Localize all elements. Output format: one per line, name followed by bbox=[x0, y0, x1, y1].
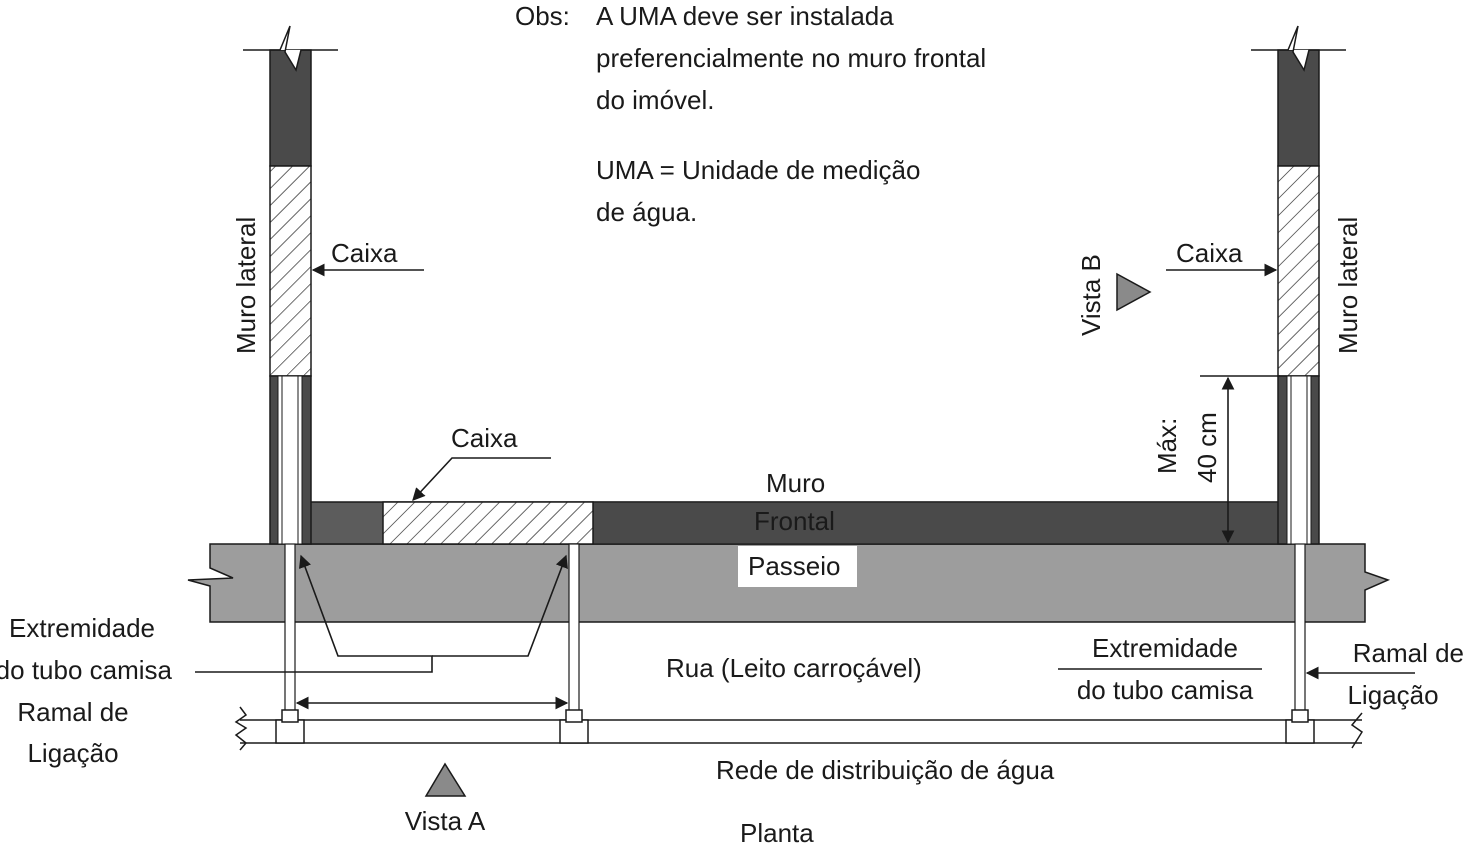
extremidade-left-label-1: Extremidade bbox=[9, 613, 155, 643]
muro-lateral-left-label: Muro lateral bbox=[231, 217, 261, 354]
obs-line-2: preferencialmente no muro frontal bbox=[596, 43, 986, 73]
muro-label: Muro bbox=[766, 468, 825, 498]
extremidade-left-label-2: do tubo camisa bbox=[0, 655, 173, 685]
extremidade-right-label-1: Extremidade bbox=[1092, 633, 1238, 663]
vista-a-label: Vista A bbox=[405, 806, 486, 836]
ramal-right-label-1: Ramal de bbox=[1353, 638, 1464, 668]
obs-line-3: do imóvel. bbox=[596, 85, 715, 115]
caixa-front-label: Caixa bbox=[451, 423, 518, 453]
front-box bbox=[382, 501, 594, 545]
view-a-triangle-icon bbox=[424, 762, 467, 797]
ramal-right-label-2: Ligação bbox=[1347, 680, 1438, 710]
obs-prefix: Obs: bbox=[515, 1, 570, 31]
ramal-left-label-2: Ligação bbox=[27, 738, 118, 768]
left-lateral-wall bbox=[243, 25, 338, 545]
ramal-left-label-1: Ramal de bbox=[17, 697, 128, 727]
uma-definition-1: UMA = Unidade de medição bbox=[596, 155, 920, 185]
rua-label: Rua (Leito carroçável) bbox=[666, 653, 922, 683]
passeio-label-bg bbox=[738, 546, 857, 587]
vista-b-label: Vista B bbox=[1076, 254, 1106, 336]
muro-lateral-right-label: Muro lateral bbox=[1333, 217, 1363, 354]
distribution-main bbox=[234, 706, 1364, 751]
obs-line-1: A UMA deve ser instalada bbox=[596, 1, 894, 31]
max-label: Máx: bbox=[1152, 418, 1182, 474]
planta-label: Planta bbox=[740, 818, 814, 848]
caixa-left-label: Caixa bbox=[331, 238, 398, 268]
passeio-label: Passeio bbox=[748, 551, 841, 581]
uma-definition-2: de água. bbox=[596, 197, 697, 227]
leader-lines bbox=[195, 263, 1415, 710]
frontal-label: Frontal bbox=[754, 506, 835, 536]
service-pipes bbox=[284, 543, 1306, 713]
extremidade-right-label-2: do tubo camisa bbox=[1077, 675, 1254, 705]
max-value-label: 40 cm bbox=[1192, 412, 1222, 483]
rede-label: Rede de distribuição de água bbox=[716, 755, 1055, 785]
view-b-triangle-icon bbox=[1116, 272, 1152, 312]
caixa-right-label: Caixa bbox=[1176, 238, 1243, 268]
right-lateral-wall bbox=[1251, 25, 1346, 545]
